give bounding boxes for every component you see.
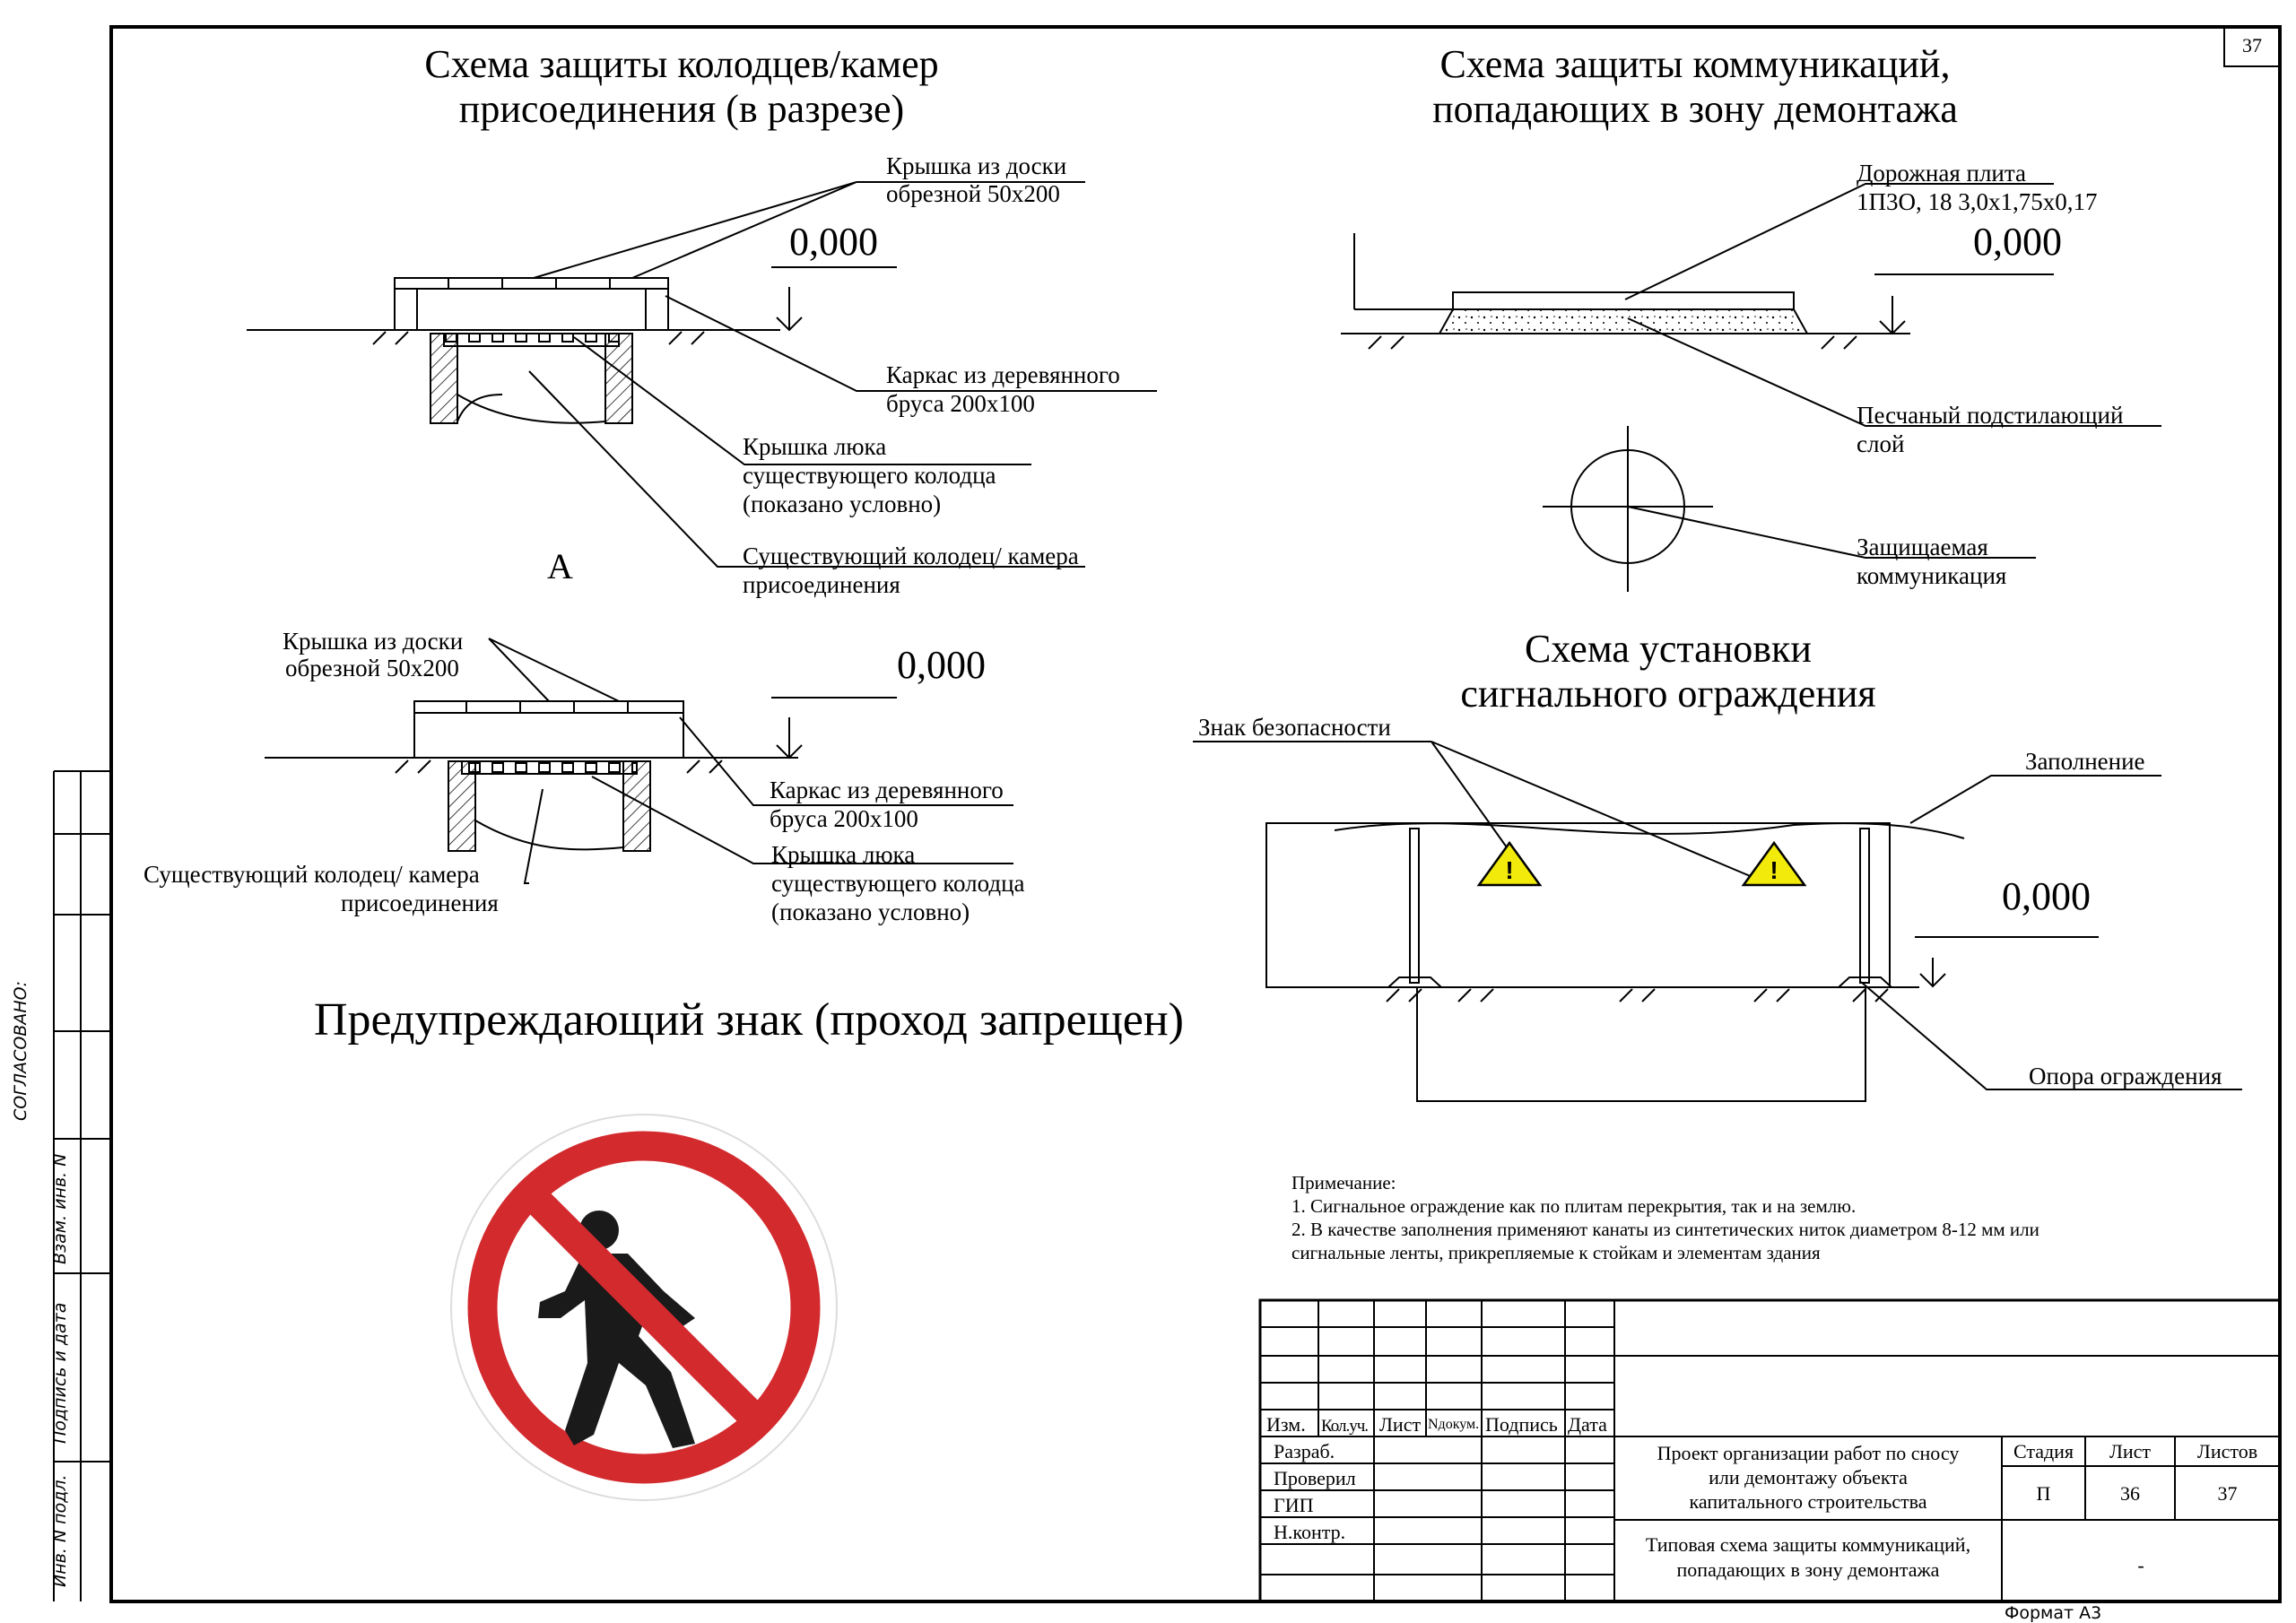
comm-label-pipe-2: коммуникация [1857,562,2007,589]
stamp-sign-date: Подпись и дата [50,1302,70,1444]
a-label-hatch-2: существующего колодца [771,870,1025,897]
a-label-well-1: Существующий колодец/ камера [144,861,480,888]
stamp-inv-orig: Инв. N подл. [50,1474,70,1587]
tb-sheet-title-2: попадающих в зону демонтажа [1676,1558,1940,1581]
comm-label-slab-1: Дорожная плита [1857,160,2026,187]
fence-title-line2: сигнального ограждения [1460,672,1876,716]
a-label-hatch-1: Крышка люка [771,841,916,868]
fence-label-sign: Знак безопасности [1198,714,1391,741]
comm-label-slab-2: 1П3О, 18 3,0х1,75х0,17 [1857,188,2098,215]
comm-title-line1: Схема защиты коммуникаций, [1439,42,1951,86]
tb-sheet-title-1: Типовая схема защиты коммуникаций, [1645,1533,1971,1556]
safety-triangle-1: ! [1476,840,1543,887]
wells-level: 0,000 [789,220,878,264]
tb-row-razrab: Разраб. [1274,1440,1335,1462]
tb-list-header: Лист [2109,1440,2152,1462]
tb-col-data: Дата [1568,1413,1607,1436]
wells-label-hatch-2: существующего колодца [743,462,996,489]
wells-section-drawing [247,181,1157,568]
signal-fence-drawing: ! ! [1193,741,2242,1102]
fence-label-fill: Заполнение [2025,748,2145,775]
fence-label-post: Опора ограждения [2029,1063,2222,1089]
tb-stage-header: Стадия [2013,1440,2074,1462]
a-label-frame-1: Каркас из деревянного [770,777,1004,803]
wells-label-well-1: Существующий колодец/ камера [743,542,1079,569]
tb-col-list: Лист [1379,1413,1422,1436]
wells-label-cover-1: Крышка из доски [886,152,1067,179]
a-label-cover-1: Крышка из доски [283,628,464,655]
tb-col-izm: Изм. [1266,1413,1306,1436]
stamp-agreed: СОГЛАСОВАНО: [11,981,30,1121]
no-pedestrian-sign [450,1114,838,1501]
tb-col-kolvo: Кол.уч. [1321,1417,1369,1436]
comm-label-sand-1: Песчаный подстилающий [1857,402,2124,429]
tb-listov-value: 37 [2217,1482,2238,1505]
wells-label-cover-2: обрезной 50х200 [886,180,1060,207]
stamp-swap-inv: Взам. инв. N [50,1153,70,1264]
warning-sign-title: Предупреждающий знак (проход запрещен) [314,994,1184,1046]
a-label-well-2: присоединения [341,890,499,916]
sheet-frame [53,25,2282,1603]
tb-row-nkontr: Н.контр. [1274,1521,1346,1543]
a-label-hatch-3: (показано условно) [771,898,970,925]
tb-listov-header: Листов [2196,1440,2258,1462]
tb-row-prov: Проверил [1274,1467,1356,1489]
wells-label-well-2: присоединения [743,571,900,598]
fence-title-line1: Схема установки [1525,627,1812,671]
a-label-cover-2: обрезной 50х200 [285,655,459,681]
note-1: 1. Сигнальное ограждение как по плитам п… [1292,1195,1857,1217]
section-a-drawing [265,638,1013,884]
note-2b: сигнальные ленты, прикрепляемые к стойка… [1292,1242,1821,1263]
wells-label-frame-1: Каркас из деревянного [886,361,1120,388]
comm-level: 0,000 [1973,220,2062,264]
title-block [1258,1298,2282,1603]
tb-project-2: или демонтажу объекта [1709,1466,1908,1488]
comm-label-sand-2: слой [1857,430,1905,457]
tb-stage-value: П [2036,1482,2051,1505]
wells-label-frame-2: бруса 200х100 [886,390,1035,417]
svg-text:!: ! [1770,856,1778,884]
wells-label-hatch-1: Крышка люка [743,433,887,460]
svg-text:!: ! [1505,856,1513,884]
tb-project-1: Проект организации работ по сносу [1657,1442,1960,1464]
section-letter: А [547,546,573,586]
tb-dash: - [2137,1554,2144,1576]
tb-project-3: капитального строительства [1689,1490,1927,1513]
wells-label-hatch-3: (показано условно) [743,490,942,517]
format-label: Формат А3 [2005,1603,2102,1623]
tb-col-podpis: Подпись [1485,1413,1558,1436]
tb-row-gip: ГИП [1274,1494,1314,1516]
tb-col-ndok: Nдокум. [1428,1417,1480,1432]
fence-level: 0,000 [2002,874,2091,918]
note-2a: 2. В качестве заполнения применяют канат… [1292,1219,2039,1240]
tb-list-value: 36 [2120,1482,2140,1505]
sheet-number: 37 [2242,34,2262,56]
notes-header: Примечание: [1292,1172,1396,1193]
a-level: 0,000 [897,643,986,687]
communication-protection-drawing [1341,183,2161,592]
comm-title-line2: попадающих в зону демонтажа [1432,87,1958,131]
wells-title-line1: Схема защиты колодцев/камер [424,42,939,86]
comm-label-pipe-1: Защищаемая [1857,534,1988,560]
wells-title-line2: присоединения (в разрезе) [458,87,905,131]
safety-triangle-2: ! [1741,840,1807,887]
a-label-frame-2: бруса 200х100 [770,805,918,832]
